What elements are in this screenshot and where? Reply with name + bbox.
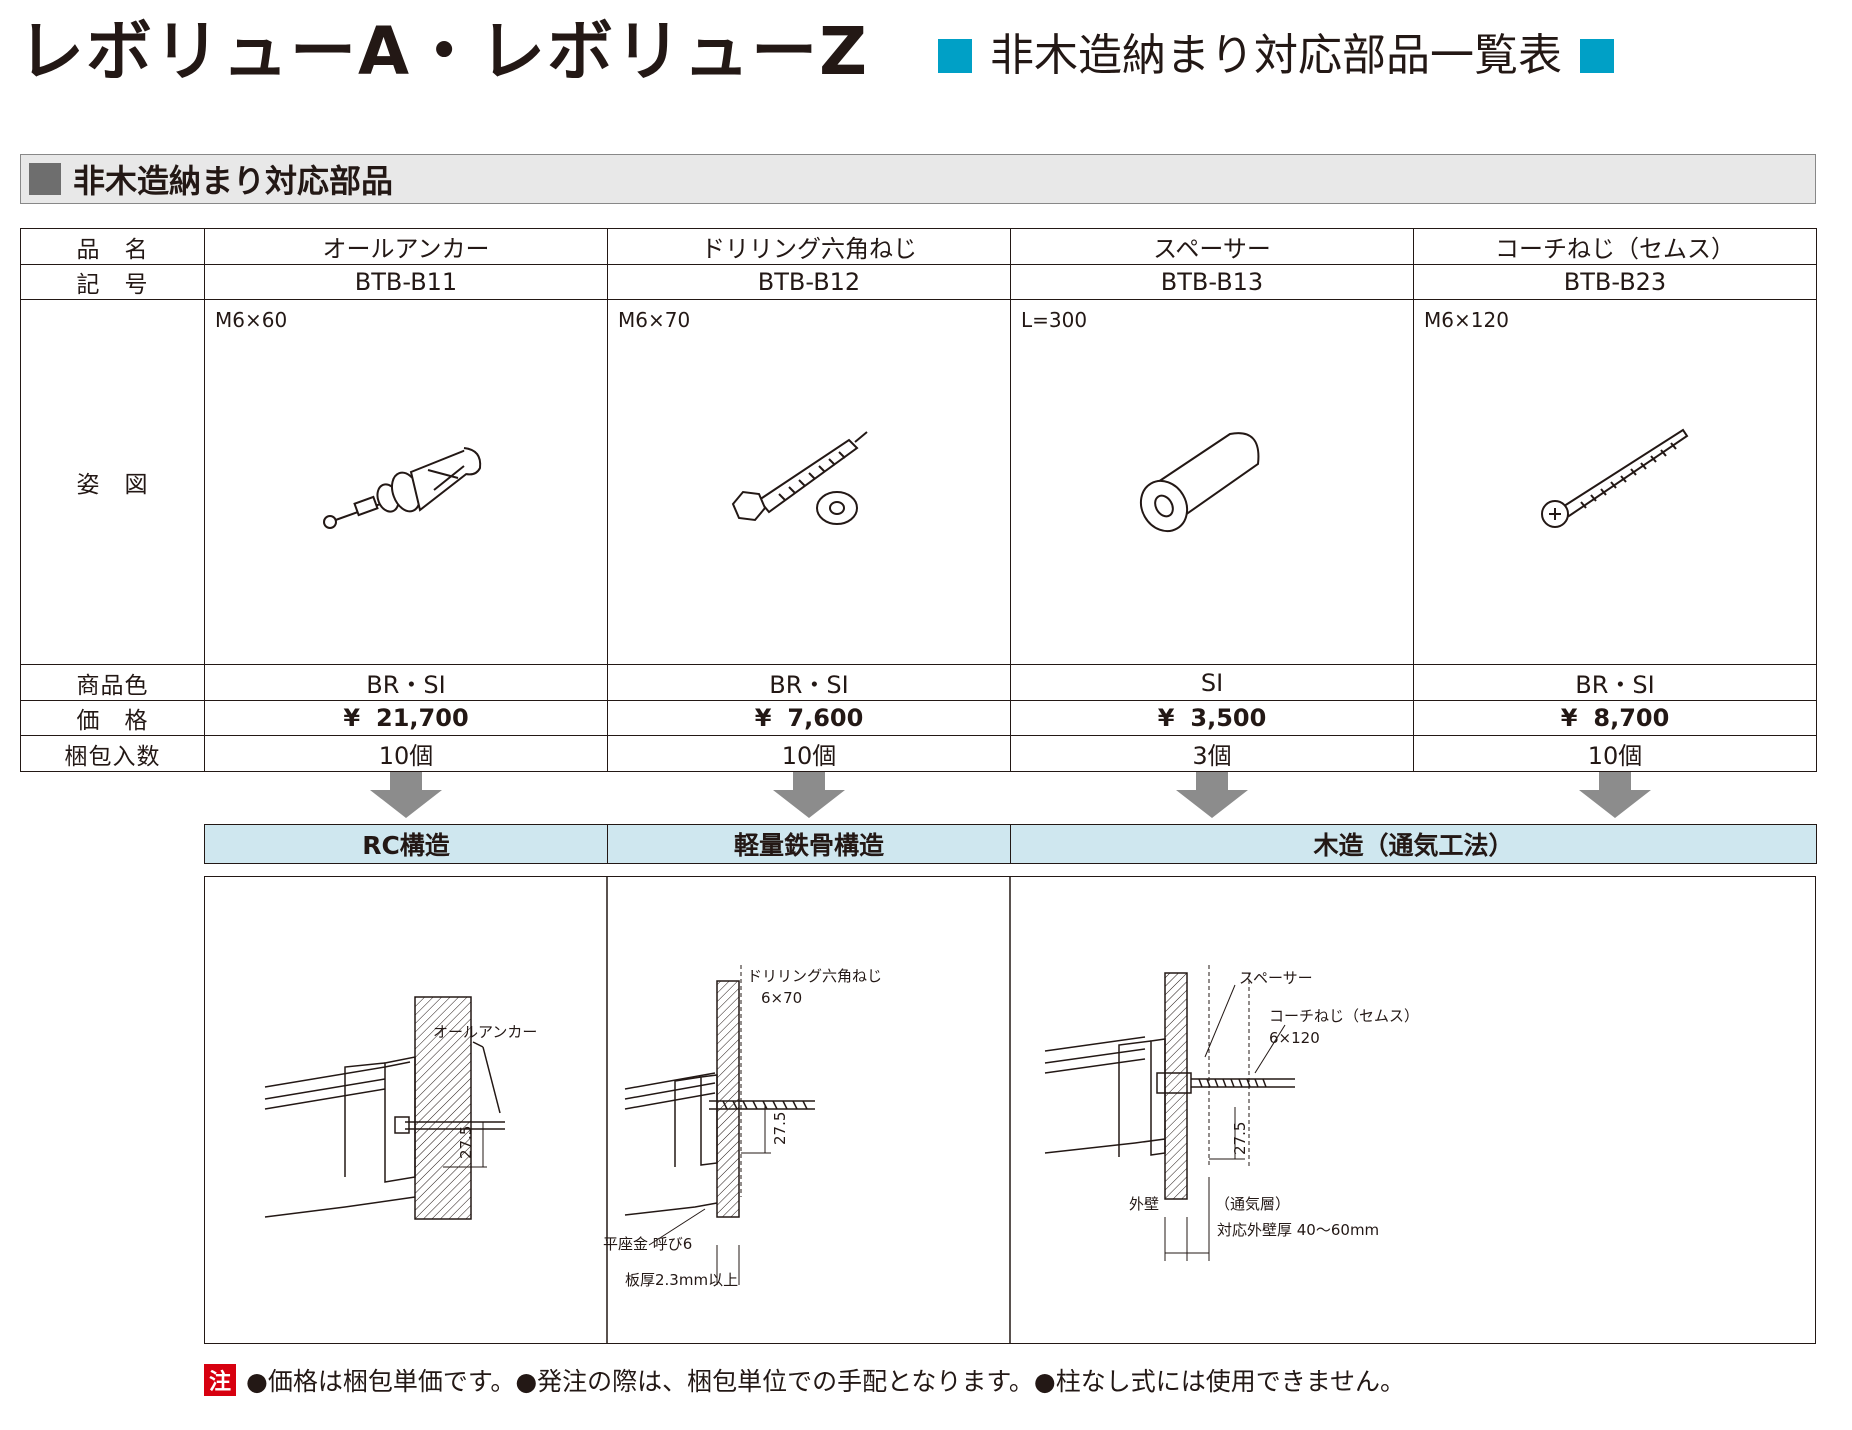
structure-wood: 木造（通気工法）: [1010, 824, 1817, 864]
product-pack: 10個: [1413, 735, 1817, 772]
wood-spacer-label: スペーサー: [1239, 969, 1313, 987]
price-value: 7,600: [787, 704, 864, 732]
note-badge: 注: [204, 1364, 236, 1396]
product-color: SI: [1010, 664, 1414, 701]
rc-dimension-label: 27.5: [457, 1126, 475, 1159]
wood-thickness-label: 対応外壁厚 40〜60mm: [1217, 1221, 1379, 1239]
row-name: 品 名 オールアンカー ドリリング六角ねじ スペーサー コーチねじ（セムス）: [20, 228, 1817, 265]
steel-diagram: [624, 965, 815, 1285]
wood-diagram: [1044, 965, 1295, 1261]
product-spec: L=300: [1021, 308, 1088, 332]
row-pack: 梱包入数 10個 10個 3個 10個: [20, 735, 1817, 772]
product-code: BTB-B12: [607, 264, 1011, 300]
product-name: ドリリング六角ねじ: [607, 228, 1011, 265]
hex-drill-screw-icon: [731, 431, 868, 525]
structure-steel: 軽量鉄骨構造: [607, 824, 1011, 864]
row-label-figure: 姿 図: [20, 299, 205, 665]
page-title: レボリューA・レボリューZ: [18, 13, 869, 90]
structure-rc: RC構造: [204, 824, 608, 864]
row-color: 商品色 BR・SI BR・SI SI BR・SI: [20, 664, 1817, 701]
spacer-tube-icon: [1139, 432, 1260, 533]
coach-screw-icon: [1541, 428, 1689, 528]
rc-diagram: [264, 996, 505, 1220]
down-arrow-icon: [370, 772, 442, 818]
installation-diagrams: オールアンカー 27.5 ドリリング六角ねじ 6×70 27.5 平座金 呼び6…: [204, 876, 1816, 1344]
row-label-color: 商品色: [20, 664, 205, 701]
price-value: 8,700: [1593, 704, 1670, 732]
row-label-code: 記 号: [20, 264, 205, 300]
product-code: BTB-B13: [1010, 264, 1414, 300]
product-pack: 3個: [1010, 735, 1414, 772]
wood-screw-label: コーチねじ（セムス）: [1269, 1007, 1419, 1025]
product-figure: M6×60: [204, 299, 608, 665]
product-spec: M6×60: [215, 308, 288, 332]
wood-screw-size: 6×120: [1269, 1029, 1320, 1047]
section-header: 非木造納まり対応部品: [20, 154, 1816, 204]
wood-wall-label: 外壁: [1129, 1195, 1159, 1213]
product-name: オールアンカー: [204, 228, 608, 265]
yen-sign: ¥: [1560, 704, 1578, 732]
product-pack: 10個: [204, 735, 608, 772]
product-name: スペーサー: [1010, 228, 1414, 265]
structure-header-table: RC構造 軽量鉄骨構造 木造（通気工法）: [204, 824, 1817, 864]
row-figure: 姿 図 M6×60 M6×70: [20, 299, 1817, 665]
row-label-name: 品 名: [20, 228, 205, 265]
product-figure: L=300: [1010, 299, 1414, 665]
footnote: 注 ●価格は梱包単価です。●発注の際は、梱包単位での手配となります。●柱なし式に…: [204, 1362, 1405, 1398]
product-price: ¥3,500: [1010, 700, 1414, 736]
steel-screw-size: 6×70: [761, 989, 802, 1007]
product-color: BR・SI: [1413, 664, 1817, 701]
down-arrow-icon: [1176, 772, 1248, 818]
price-value: 21,700: [376, 704, 469, 732]
row-label-price: 価 格: [20, 700, 205, 736]
product-price: ¥8,700: [1413, 700, 1817, 736]
row-label-pack: 梱包入数: [20, 735, 205, 772]
yen-sign: ¥: [1157, 704, 1175, 732]
product-spec: M6×120: [1424, 308, 1509, 332]
product-name: コーチねじ（セムス）: [1413, 228, 1817, 265]
product-spec: M6×70: [618, 308, 691, 332]
page-subtitle: 非木造納まり対応部品一覧表: [938, 26, 1614, 86]
rc-anchor-label: オールアンカー: [433, 1023, 537, 1041]
product-price: ¥21,700: [204, 700, 608, 736]
product-code: BTB-B23: [1413, 264, 1817, 300]
product-color: BR・SI: [607, 664, 1011, 701]
gray-square-icon: [29, 163, 61, 195]
parts-table: 品 名 オールアンカー ドリリング六角ねじ スペーサー コーチねじ（セムス） 記…: [20, 228, 1817, 772]
product-price: ¥7,600: [607, 700, 1011, 736]
yen-sign: ¥: [754, 704, 772, 732]
price-value: 3,500: [1190, 704, 1267, 732]
wood-dimension-label: 27.5: [1231, 1122, 1249, 1155]
installation-diagram-svg: オールアンカー 27.5 ドリリング六角ねじ 6×70 27.5 平座金 呼び6…: [264, 877, 1419, 1343]
product-code: BTB-B11: [204, 264, 608, 300]
product-figure: M6×70: [607, 299, 1011, 665]
row-price: 価 格 ¥21,700 ¥7,600 ¥3,500 ¥8,700: [20, 700, 1817, 736]
down-arrow-icon: [1579, 772, 1651, 818]
section-label: 非木造納まり対応部品: [73, 162, 394, 200]
steel-screw-label: ドリリング六角ねじ: [747, 967, 882, 985]
anchor-bolt-icon: [323, 447, 482, 529]
cyan-square-icon: [938, 39, 972, 73]
steel-dimension-label: 27.5: [771, 1112, 789, 1145]
steel-plate-label: 板厚2.3mm以上: [625, 1271, 738, 1289]
subtitle-text: 非木造納まり対応部品一覧表: [990, 30, 1562, 81]
steel-washer-label: 平座金 呼び6: [603, 1235, 692, 1253]
down-arrow-icon: [773, 772, 845, 818]
product-pack: 10個: [607, 735, 1011, 772]
cyan-square-icon: [1580, 39, 1614, 73]
yen-sign: ¥: [343, 704, 361, 732]
note-text: ●価格は梱包単価です。●発注の際は、梱包単位での手配となります。●柱なし式には使…: [246, 1367, 1405, 1396]
wood-air-label: （通気層）: [1215, 1195, 1290, 1213]
product-color: BR・SI: [204, 664, 608, 701]
row-code: 記 号 BTB-B11 BTB-B12 BTB-B13 BTB-B23: [20, 264, 1817, 300]
product-figure: M6×120: [1413, 299, 1817, 665]
